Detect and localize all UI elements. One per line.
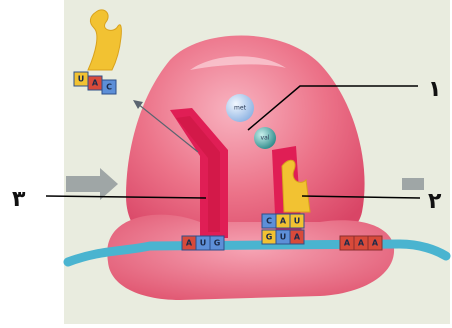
label-2: ۲ [428, 189, 442, 214]
a-base-3: A [294, 233, 301, 242]
val-label: val [261, 135, 270, 142]
a-base-2: U [280, 233, 287, 242]
start-base-2: U [200, 239, 207, 248]
met-label: met [234, 105, 247, 112]
released-base-2: A [92, 79, 99, 88]
a-base-1: G [266, 233, 273, 242]
mrna-start-codon: A U G [182, 236, 224, 250]
p-site-anticodon: C A U [262, 214, 304, 228]
p-base-2: A [280, 217, 287, 226]
flow-arrow-right-icon [402, 178, 424, 190]
start-base-1: A [186, 239, 193, 248]
right-base-1: A [344, 239, 351, 248]
a-site-codon: G U A [262, 230, 304, 244]
right-base-3: A [372, 239, 379, 248]
start-base-3: G [214, 239, 221, 248]
released-base-3: C [106, 83, 112, 92]
p-base-3: U [294, 217, 301, 226]
p-base-1: C [266, 217, 272, 226]
small-subunit [107, 215, 394, 300]
right-base-2: A [358, 239, 365, 248]
label-1: ۱ [428, 77, 441, 102]
released-base-1: U [78, 75, 85, 84]
mrna-right-codon: A A A [340, 236, 382, 250]
label-3: ۳ [12, 187, 26, 212]
